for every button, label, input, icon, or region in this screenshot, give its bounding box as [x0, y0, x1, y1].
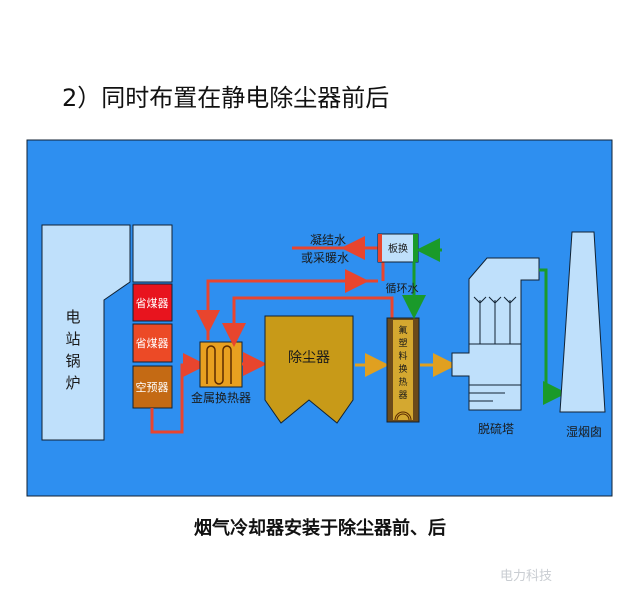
heating-water-label: 或采暖水 [301, 251, 349, 265]
condensate-label: 凝结水 [310, 232, 346, 247]
economizer-1 [132, 283, 173, 322]
hot-water-line-b [222, 296, 394, 347]
air-preheater [132, 365, 173, 409]
desulfurization-tower-label: 脱硫塔 [478, 421, 514, 436]
slide-title: 2）同时布置在静电除尘器前后 [62, 84, 390, 112]
dust-collector-label: 除尘器 [288, 350, 330, 366]
flue-to-chimney-arrow [539, 268, 567, 405]
boiler-label: 电站锅炉 [65, 308, 81, 392]
boiler [41, 224, 131, 441]
dust-collector [264, 315, 354, 424]
wet-chimney-label: 湿烟囱 [566, 424, 602, 439]
economizer-1-label: 省煤器 [136, 297, 169, 310]
diagram-caption: 烟气冷却器安装于除尘器前、后 [194, 518, 446, 539]
spray-nozzles-icon [473, 296, 517, 344]
plate-hx-label: 板换 [388, 242, 408, 255]
air-preheater-label: 空预器 [136, 380, 169, 394]
fluoroplastic-hx-label: 氟塑料换热器 [398, 324, 407, 401]
wet-chimney [559, 231, 606, 413]
flue-arrow [150, 353, 207, 434]
flue-duct [132, 224, 173, 283]
metal-hx-label: 金属换热器 [191, 390, 251, 405]
circulating-water-label: 循环水 [386, 282, 419, 295]
economizer-2-label: 省煤器 [136, 337, 169, 350]
plate-heat-exchanger [377, 233, 419, 263]
watermark: 电力科技 [500, 569, 553, 584]
economizer-2 [132, 323, 173, 363]
